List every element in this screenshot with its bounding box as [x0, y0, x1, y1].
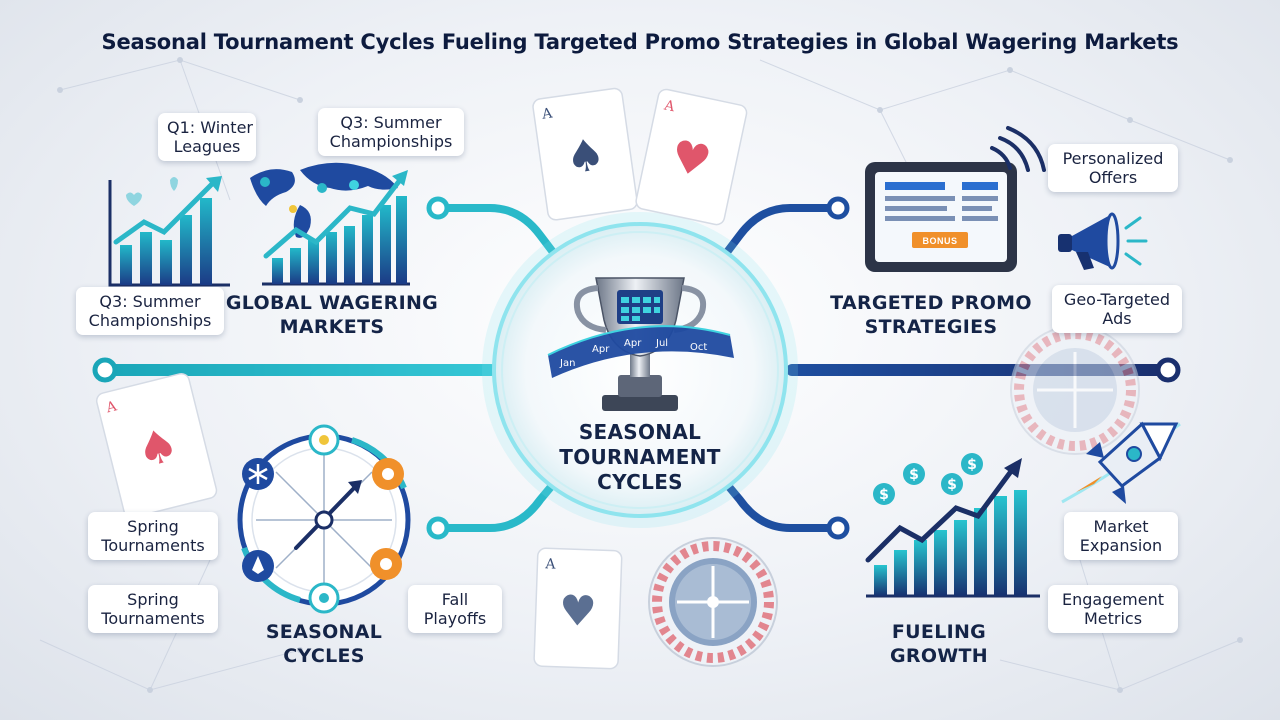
branch-connectors — [434, 204, 842, 532]
svg-text:$: $ — [947, 477, 957, 493]
snowflake-icon — [242, 458, 274, 490]
card-rank: A — [540, 105, 554, 123]
global-wagering-markets-heading: GLOBAL WAGERING MARKETS — [225, 292, 439, 338]
sun-icon — [308, 582, 340, 614]
svg-text:$: $ — [909, 467, 919, 483]
svg-text:$: $ — [879, 487, 889, 503]
world-map-chart-icon — [250, 162, 410, 286]
playing-card: A ♠ — [95, 372, 218, 519]
card-rank: A — [662, 97, 677, 115]
callout-fall-playoffs: Fall Playoffs — [408, 585, 502, 633]
megaphone-icon — [1058, 212, 1148, 270]
bonus-badge: BONUS — [922, 236, 957, 246]
heart-icon: ♥ — [558, 586, 597, 636]
callout-spring-tournaments: Spring Tournaments — [88, 585, 218, 633]
callout-personalized-offers: Personalized Offers — [1048, 144, 1178, 192]
playing-card: A ♥ — [635, 88, 748, 226]
month-label: Jul — [655, 338, 668, 349]
callout-market-expansion: Market Expansion — [1064, 512, 1178, 560]
callout-spring-tournaments: Spring Tournaments — [88, 512, 218, 560]
page-title: Seasonal Tournament Cycles Fueling Targe… — [101, 30, 1179, 54]
targeted-promo-strategies-heading: TARGETED PROMO STRATEGIES — [830, 292, 1032, 338]
playing-card: A ♠ — [532, 87, 638, 221]
bar-growth-chart-icon — [108, 176, 230, 287]
fueling-growth-heading: FUELING GROWTH — [890, 621, 988, 667]
sun-icon — [370, 548, 402, 580]
callout-q1-winter-leagues: Q1: Winter Leagues — [158, 113, 256, 161]
callout-engagement-metrics: Engagement Metrics — [1048, 585, 1178, 633]
seasonal-tournament-cycles-heading: SEASONAL TOURNAMENT CYCLES — [559, 420, 721, 494]
card-rank: A — [544, 556, 557, 572]
callout-q3-summer-championships: Q3: Summer Championships — [76, 287, 224, 335]
dollar-growth-chart-icon: $ $ $ $ — [865, 453, 1040, 598]
card-rank: A — [104, 398, 120, 416]
tablet-promo-icon: BONUS — [865, 126, 1046, 272]
playing-card: A ♥ — [533, 547, 623, 670]
seasonal-cycles-heading: SEASONAL CYCLES — [265, 621, 383, 667]
month-label: Apr — [592, 344, 610, 355]
roulette-wheel-icon — [1010, 325, 1140, 455]
month-label: Jan — [559, 358, 575, 369]
spade-icon: ♠ — [562, 129, 608, 185]
calendar-month-labels: Jan Apr Apr Jul Oct — [559, 338, 707, 369]
svg-text:$: $ — [967, 457, 977, 473]
leaf-icon — [242, 550, 274, 582]
month-label: Apr — [624, 338, 642, 349]
callout-q3-summer-championships: Q3: Summer Championships — [318, 108, 464, 156]
trophy-calendar-icon: Jan Apr Apr Jul Oct — [547, 277, 734, 411]
sun-icon — [308, 424, 340, 456]
month-label: Oct — [690, 342, 707, 353]
rocket-icon — [1061, 421, 1181, 504]
sun-icon — [372, 458, 404, 490]
callout-geo-targeted-ads: Geo-Targeted Ads — [1052, 285, 1182, 333]
roulette-wheel-icon — [648, 537, 778, 667]
